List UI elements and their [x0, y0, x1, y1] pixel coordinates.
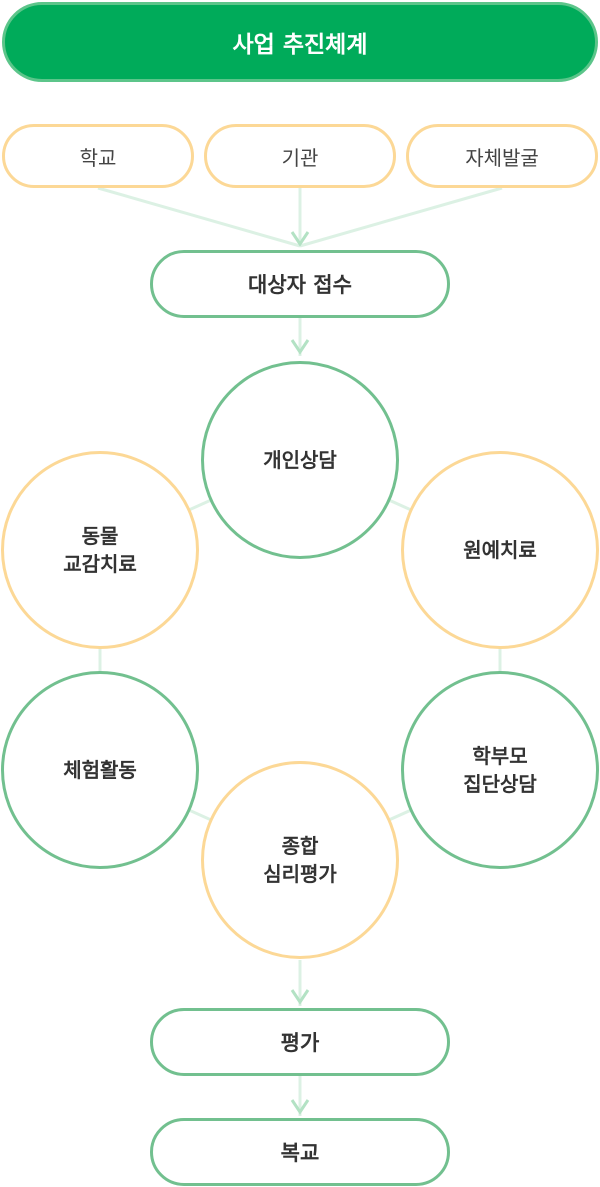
- return-to-school-step: 복교: [150, 1118, 450, 1186]
- connector-self-discovery: [299, 186, 503, 248]
- connector-school: [97, 186, 301, 248]
- intake-step: 대상자 접수: [150, 250, 450, 318]
- node-psych-evaluation: 종합 심리평가: [201, 761, 399, 959]
- node-horticulture-therapy: 원예치료: [401, 451, 599, 649]
- source-school: 학교: [2, 124, 194, 188]
- arrow-icon: [290, 231, 310, 247]
- evaluation-step: 평가: [150, 1008, 450, 1076]
- arrow-icon: [290, 1099, 310, 1115]
- arrow-icon: [290, 339, 310, 355]
- diagram-title: 사업 추진체계: [2, 2, 598, 82]
- node-animal-therapy: 동물 교감치료: [1, 451, 199, 649]
- source-institution: 기관: [204, 124, 396, 188]
- node-experience-activity: 체험활동: [1, 671, 199, 869]
- source-self-discovery: 자체발굴: [406, 124, 598, 188]
- node-parent-group-counseling: 학부모 집단상담: [401, 671, 599, 869]
- node-individual-counseling: 개인상담: [201, 361, 399, 559]
- arrow-icon: [290, 989, 310, 1005]
